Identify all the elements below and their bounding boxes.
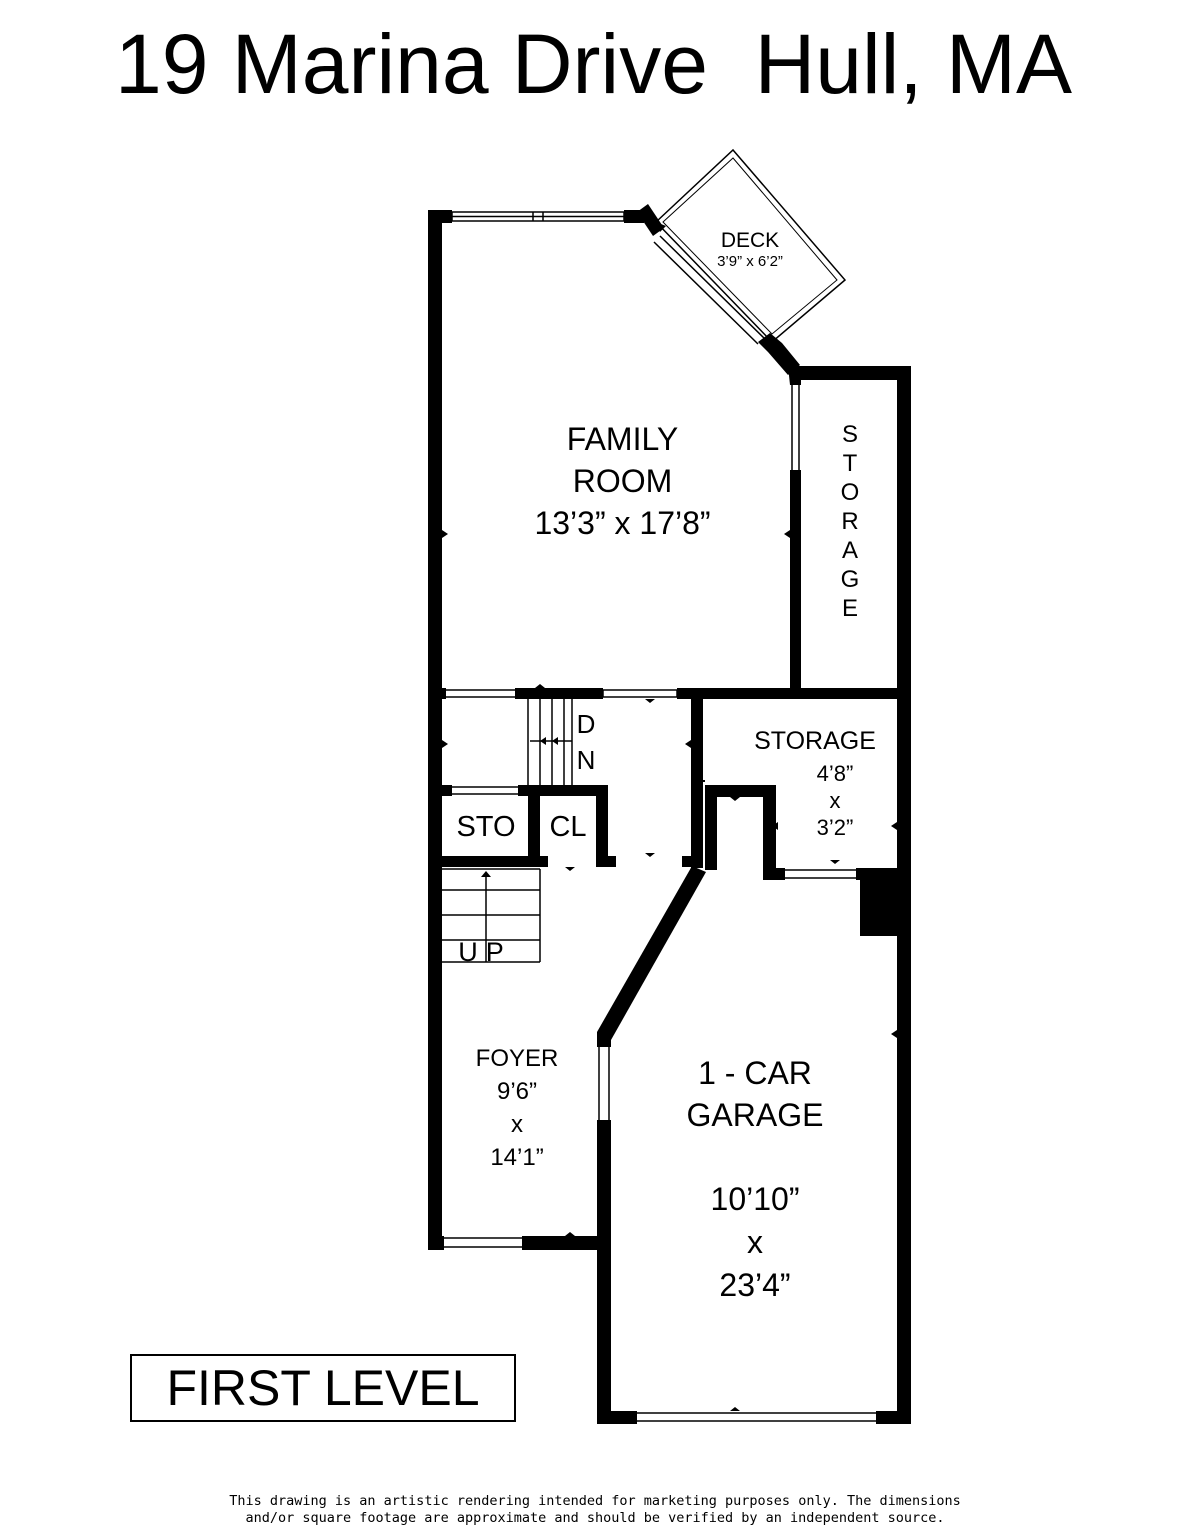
stairs-up-label: UP bbox=[458, 937, 512, 967]
storage-small-x: x bbox=[829, 788, 841, 813]
storage-letter: R bbox=[841, 508, 859, 535]
exterior-walls bbox=[428, 204, 911, 1424]
stairs-down-n: N bbox=[576, 745, 596, 775]
storage-letter: G bbox=[840, 566, 860, 593]
disclaimer: This drawing is an artistic rendering in… bbox=[205, 1493, 985, 1527]
foyer-label: FOYER 9’6” x 14’1” bbox=[452, 1042, 582, 1174]
garage-dim2: 23’4” bbox=[719, 1267, 791, 1303]
storage-small-dim2: 3’2” bbox=[816, 815, 854, 840]
foyer-name: FOYER bbox=[475, 1045, 559, 1072]
garage-name-line1: 1 - CAR bbox=[698, 1055, 812, 1091]
stairs-down-label: D N bbox=[574, 706, 598, 778]
storage-small-dims: 4’8” x 3’2” bbox=[775, 760, 895, 841]
garage-x: x bbox=[747, 1224, 763, 1260]
level-label: FIRST LEVEL bbox=[130, 1354, 516, 1422]
dimension-markers bbox=[442, 222, 897, 1411]
disclaimer-line2: and/or square footage are approximate an… bbox=[245, 1510, 945, 1526]
family-room-name-line2: ROOM bbox=[572, 463, 673, 499]
storage-letter: O bbox=[840, 479, 860, 506]
sto-label: STO bbox=[456, 811, 516, 843]
page-title: 19 Marina Drive Hull, MA bbox=[115, 17, 1072, 111]
garage-name-line2: GARAGE bbox=[686, 1097, 824, 1133]
cl-label: CL bbox=[549, 811, 587, 843]
disclaimer-line1: This drawing is an artistic rendering in… bbox=[229, 1493, 961, 1509]
foyer-x: x bbox=[511, 1111, 523, 1138]
garage-dims: 10’10” x 23’4” bbox=[650, 1178, 860, 1307]
foyer-dim2: 14’1” bbox=[490, 1144, 544, 1171]
storage-small-name: STORAGE bbox=[754, 727, 876, 755]
windows-doors bbox=[442, 148, 876, 1422]
storage-letter: S bbox=[841, 421, 858, 448]
storage-tall-label: S T O R A G E bbox=[830, 420, 870, 623]
deck-name: DECK bbox=[720, 229, 780, 252]
storage-letter: E bbox=[841, 595, 858, 622]
family-room-name-line1: FAMILY bbox=[566, 421, 679, 457]
garage-label: 1 - CAR GARAGE bbox=[650, 1052, 860, 1136]
stairs-down-d: D bbox=[576, 709, 596, 739]
deck-size: 3’9” x 6’2” bbox=[717, 253, 783, 271]
foyer-dim1: 9’6” bbox=[496, 1078, 538, 1105]
family-room-size: 13’3” x 17’8” bbox=[534, 505, 711, 541]
deck-label: DECK 3’9” x 6’2” bbox=[690, 228, 810, 271]
storage-letter: T bbox=[842, 450, 858, 477]
storage-small-dim1: 4’8” bbox=[816, 761, 854, 786]
storage-letter: A bbox=[841, 537, 858, 564]
garage-dim1: 10’10” bbox=[710, 1181, 800, 1217]
family-room-label: FAMILY ROOM 13’3” x 17’8” bbox=[500, 418, 745, 544]
